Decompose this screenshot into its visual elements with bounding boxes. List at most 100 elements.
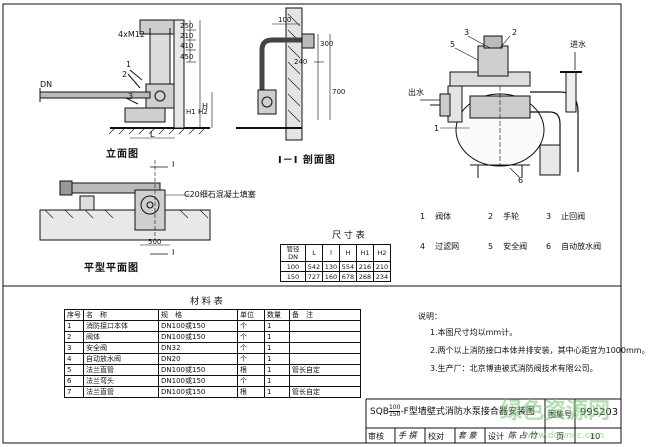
table-header-cell: l — [322, 244, 340, 262]
design-signature: 陈 占 竹 — [508, 431, 538, 440]
table-cell: 727 — [305, 271, 323, 282]
atlas-label: 图集号 — [548, 410, 572, 419]
section-view — [236, 7, 331, 141]
legend-name: 阀体 — [435, 212, 452, 221]
elevation-title: 立面图 — [106, 149, 139, 160]
legend-item: 1 阀体 — [420, 212, 451, 221]
table-cell: 100 — [280, 261, 306, 272]
table-cell: 根 — [237, 364, 265, 376]
dim-700: 700 — [332, 88, 346, 96]
dn-label: DN — [40, 80, 53, 89]
table-cell: 1 — [264, 353, 290, 365]
dim-240: 240 — [294, 58, 308, 66]
dim-210: 210 — [180, 32, 194, 40]
section-mark-top: I — [172, 160, 175, 169]
atlas-number: 99S203 — [580, 407, 619, 418]
table-cell: 消防接口本体 — [83, 320, 159, 332]
dim-250: 250 — [180, 22, 194, 30]
drawing-canvas — [2, 3, 622, 444]
table-cell: 法兰直管 — [83, 364, 159, 376]
table-cell: 234 — [373, 271, 391, 282]
table-cell: 268 — [356, 271, 374, 282]
note-3: 3.生产厂：北京博迪被式消防阀技术有限公司。 — [430, 364, 598, 373]
check-signature: 套 豪 — [458, 431, 477, 440]
table-cell — [289, 331, 361, 343]
title-block — [365, 398, 621, 443]
table-cell: 管长自定 — [289, 386, 361, 398]
label-h12: H1 H2 — [186, 108, 208, 116]
table-header-cell: 数量 — [264, 309, 290, 321]
table-header-cell: H — [339, 244, 357, 262]
legend-number: 1 — [420, 212, 426, 221]
table-header-cell: 规 格 — [158, 309, 238, 321]
table-cell: 管长自定 — [289, 364, 361, 376]
table-cell: 1 — [264, 375, 290, 387]
table-cell: 216 — [356, 261, 374, 272]
table-cell: 554 — [339, 261, 357, 272]
table-cell: 5 — [64, 364, 84, 376]
table-header-cell: 管径 DN — [280, 244, 306, 262]
legend-name: 过滤网 — [435, 242, 460, 251]
table-cell: DN20 — [158, 353, 238, 365]
bolt-label: 4xM12 — [118, 30, 145, 39]
legend-number: 3 — [546, 212, 552, 221]
size-table-title: 尺 寸 表 — [332, 231, 365, 241]
section-title: I－I 剖面图 — [278, 155, 336, 166]
watermark: 绿色资源网 — [499, 399, 610, 424]
table-cell: DN100或150 — [158, 320, 238, 332]
detail-callout-3: 3 — [464, 28, 470, 37]
table-cell — [289, 353, 361, 365]
part-callout-2: 2 — [122, 70, 128, 79]
table-cell: 法兰直管 — [83, 386, 159, 398]
material-table-title: 材 料 表 — [190, 297, 223, 307]
legend-number: 6 — [546, 242, 552, 251]
table-cell — [289, 375, 361, 387]
review-label: 审核 — [368, 432, 384, 441]
table-cell — [289, 342, 361, 354]
table-header-cell: 备 注 — [289, 309, 361, 321]
table-cell: 个 — [237, 342, 265, 354]
table-cell: 150 — [280, 271, 306, 282]
dim-300: 300 — [320, 40, 334, 48]
table-cell: 542 — [305, 261, 323, 272]
table-cell: 1 — [264, 364, 290, 376]
detail-callout-6: 6 — [518, 176, 524, 185]
check-label: 校对 — [428, 432, 444, 441]
label-l: L — [150, 130, 155, 139]
table-cell: DN100或150 — [158, 375, 238, 387]
legend-name: 自动放水阀 — [561, 242, 602, 251]
dim-450: 450 — [180, 53, 194, 61]
outlet-label: 出水 — [408, 88, 424, 97]
inlet-label: 进水 — [570, 40, 586, 49]
plan-title: 平型平面图 — [84, 263, 139, 274]
table-cell: 阀体 — [83, 331, 159, 343]
table-cell: 1 — [264, 342, 290, 354]
table-header-cell: L — [305, 244, 323, 262]
table-cell: DN100或150 — [158, 386, 238, 398]
review-signature: 手 撰 — [398, 431, 417, 440]
table-cell: 130 — [322, 261, 340, 272]
table-cell: 个 — [237, 320, 265, 332]
table-cell: 1 — [264, 331, 290, 343]
table-header-row: 序号名 称规 格单位数量备 注 — [64, 309, 361, 321]
part-callout-3: 3 — [128, 92, 134, 101]
legend-name: 安全阀 — [503, 242, 528, 251]
table-cell: 个 — [237, 375, 265, 387]
dim-500: 500 — [148, 238, 162, 246]
table-cell: 法兰弯头 — [83, 375, 159, 387]
table-header-cell: 名 称 — [83, 309, 159, 321]
watermark-url: www.downcc.com — [523, 431, 604, 441]
plan-view — [39, 160, 211, 255]
